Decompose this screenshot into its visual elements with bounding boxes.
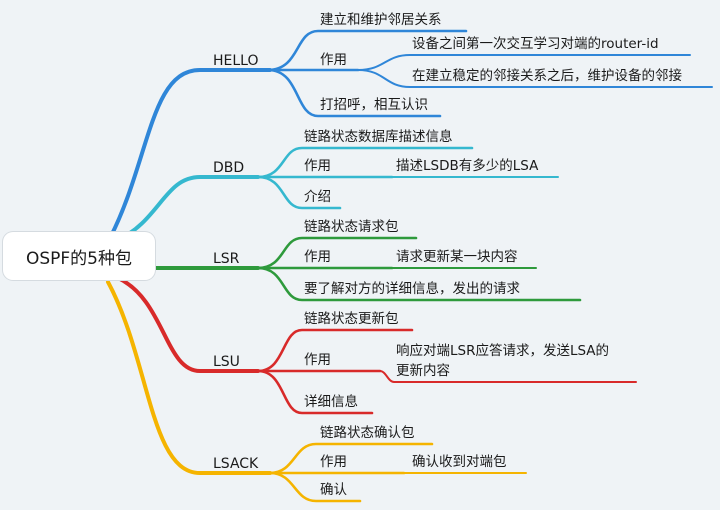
lsr-item-2-child-1[interactable]: 请求更新某一块内容 (396, 249, 518, 265)
lsu-item-3[interactable]: 详细信息 (304, 394, 358, 410)
lsack-item-2-child-1[interactable]: 确认收到对端包 (412, 454, 507, 470)
edge-root-hello (108, 68, 272, 240)
root-label: OSPF的5种包 (25, 248, 133, 269)
root-node[interactable]: OSPF的5种包 (3, 232, 155, 280)
lsack-item-2[interactable]: 作用 (320, 454, 347, 470)
branch-lsr-label[interactable]: LSR (213, 251, 240, 267)
edge-lsu-1 (256, 328, 414, 373)
edge-lsr-3 (256, 266, 582, 302)
lsack-item-3[interactable]: 确认 (320, 482, 347, 498)
edge-root-lsu (116, 276, 260, 373)
edge-hello-3 (266, 68, 442, 118)
branch-lsack-label[interactable]: LSACK (213, 456, 259, 472)
edge-hello-2-1 (357, 54, 691, 71)
lsu-item-2[interactable]: 作用 (304, 352, 331, 368)
lsack-item-1[interactable]: 链路状态确认包 (320, 425, 415, 441)
edge-lsr-1 (256, 236, 418, 270)
hello-item-2[interactable]: 作用 (320, 52, 347, 68)
hello-item-2-child-1[interactable]: 设备之间第一次交互学习对端的router-id (412, 36, 659, 52)
edge-hello-1 (266, 29, 468, 72)
lsr-item-3[interactable]: 要了解对方的详细信息，发出的请求 (304, 281, 520, 297)
lsu-item-2-child-1-line2[interactable]: 更新内容 (396, 363, 450, 379)
hello-item-2-child-2[interactable]: 在建立稳定的邻接关系之后，维护设备的邻接 (412, 68, 682, 84)
lsr-item-2[interactable]: 作用 (304, 249, 331, 265)
edge-lsu-3 (256, 369, 374, 415)
edge-lsu-2-1 (379, 370, 637, 383)
dbd-item-1[interactable]: 链路状态数据库描述信息 (304, 129, 453, 145)
edge-lsack-1 (268, 442, 434, 475)
dbd-item-3[interactable]: 介绍 (304, 189, 331, 205)
branch-lsu-label[interactable]: LSU (213, 354, 240, 370)
lsu-item-2-child-1[interactable]: 响应对端LSR应答请求，发送LSA的 (396, 343, 610, 359)
branch-dbd-label[interactable]: DBD (213, 160, 245, 176)
edge-lsack-3 (268, 471, 362, 503)
lsu-item-1[interactable]: 链路状态更新包 (304, 311, 399, 327)
edge-hello-2-2 (357, 69, 713, 88)
edge-dbd-3 (256, 175, 342, 210)
branch-hello-label[interactable]: HELLO (213, 53, 259, 69)
dbd-item-2[interactable]: 作用 (304, 158, 331, 174)
hello-item-3[interactable]: 打招呼，相互认识 (320, 97, 428, 113)
dbd-item-2-child-1[interactable]: 描述LSDB有多少的LSA (396, 158, 539, 174)
edge-root-dbd (116, 175, 260, 242)
edge-root-lsack (106, 280, 272, 475)
hello-item-1[interactable]: 建立和维护邻居关系 (320, 12, 442, 28)
lsr-item-1[interactable]: 链路状态请求包 (304, 219, 399, 235)
